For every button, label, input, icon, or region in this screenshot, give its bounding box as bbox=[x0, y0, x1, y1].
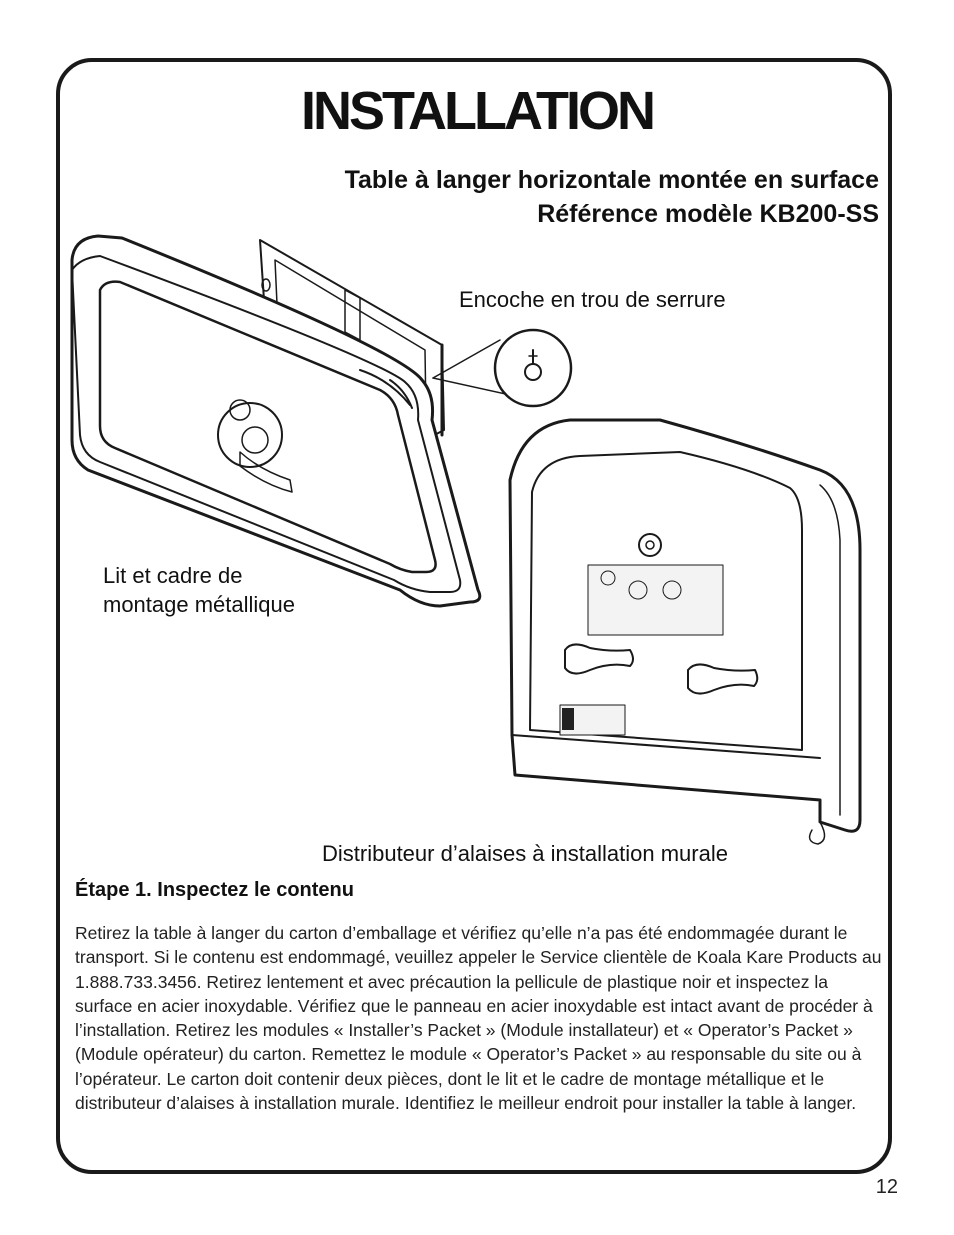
changing-bed bbox=[70, 234, 482, 608]
page-title: INSTALLATION bbox=[301, 81, 656, 141]
product-illustration bbox=[70, 234, 862, 845]
keyhole-callout bbox=[432, 328, 573, 408]
dispenser-label: Distributeur d’alaises à installation mu… bbox=[322, 841, 728, 866]
subtitle-block: Table à langer horizontale montée en sur… bbox=[345, 163, 879, 231]
bed-frame-label-line2: montage métallique bbox=[103, 592, 296, 617]
step-1-heading: Étape 1. Inspectez le contenu bbox=[75, 879, 354, 901]
subtitle-model: Référence modèle KB200-SS bbox=[537, 200, 879, 228]
bed-frame-label: Lit et cadre de montage métallique bbox=[103, 561, 295, 619]
subtitle-product: Table à langer horizontale montée en sur… bbox=[344, 166, 879, 194]
keyhole-notch-label: Encoche en trou de serrure bbox=[459, 287, 726, 312]
step-1-body: Retirez la table à langer du carton d’em… bbox=[75, 923, 882, 1114]
bed-frame-label-line1: Lit et cadre de bbox=[103, 563, 243, 588]
page-border-frame bbox=[56, 58, 892, 1174]
page-number: 12 bbox=[875, 1176, 898, 1198]
liner-dispenser bbox=[508, 418, 862, 845]
